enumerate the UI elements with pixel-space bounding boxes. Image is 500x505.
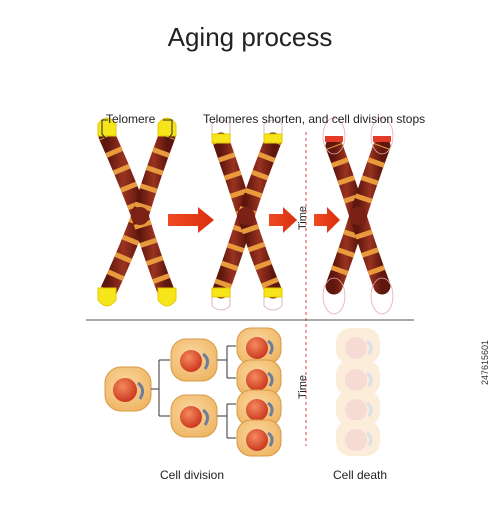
telomere-remnant-top-right	[373, 136, 391, 142]
telomere-outline-bottom-right	[370, 277, 394, 315]
organelle	[202, 408, 210, 426]
diagram-title: Aging process	[167, 22, 333, 52]
centromere	[131, 207, 149, 225]
organelle	[267, 339, 274, 355]
nucleus	[246, 399, 268, 421]
arrow-2	[269, 207, 297, 233]
telomere-outline-top-left	[322, 117, 346, 155]
telomere-outline-bottom-left	[322, 277, 346, 315]
stock-id: 247615601	[480, 339, 490, 385]
organelle	[202, 352, 210, 370]
nucleus	[246, 369, 268, 391]
dead-cell	[336, 420, 380, 456]
organelle	[137, 381, 145, 400]
organelle	[267, 371, 274, 387]
cell-gen2-bottom	[170, 394, 218, 438]
cell-gen3	[236, 389, 282, 427]
branch-gen2	[217, 345, 236, 439]
chromosome-3	[322, 117, 394, 315]
cell-gen3	[236, 359, 282, 397]
telomere-outline-top-right	[263, 119, 283, 134]
cell-stack-division	[236, 327, 282, 457]
telomere-top-right	[263, 133, 283, 144]
cell-death-label: Cell death	[333, 468, 388, 482]
telomere-label: Telomere	[106, 112, 156, 126]
telomere-bottom-left	[211, 287, 231, 298]
cell-division-label: Cell division	[160, 468, 225, 482]
telomere-outline-bottom-left	[211, 297, 231, 311]
cell-gen3	[236, 419, 282, 457]
telomere-outline-top-left	[211, 119, 231, 134]
telomere-bottom-left	[97, 287, 117, 307]
nucleus	[180, 350, 202, 372]
cell-gen3	[236, 327, 282, 365]
telomere-leader-left	[101, 119, 108, 141]
arrow-3	[314, 207, 340, 233]
chromosome-1	[97, 117, 177, 307]
telomere-leader-right	[163, 119, 173, 141]
nucleus	[180, 406, 202, 428]
centromere	[237, 207, 255, 225]
organelle	[267, 401, 274, 417]
branch-gen1	[151, 359, 170, 417]
cell-gen2-top	[170, 338, 218, 382]
telomere-outline-bottom-right	[263, 297, 283, 311]
nucleus	[246, 429, 268, 451]
organelle	[267, 431, 274, 447]
dead-cell	[336, 390, 380, 426]
cell-stack-death	[336, 328, 380, 456]
dead-cell	[336, 360, 380, 396]
chromosome-2	[211, 119, 283, 311]
cell-gen1	[104, 366, 152, 412]
nucleus	[246, 337, 268, 359]
telomere-bottom-right	[157, 287, 177, 307]
telomere-top-right	[157, 117, 177, 137]
time-label-top: Time	[297, 205, 309, 231]
telomere-outline-top-right	[370, 117, 394, 155]
dead-cell	[336, 328, 380, 364]
arrow-1	[168, 207, 214, 233]
nucleus	[113, 378, 137, 402]
telomere-top-left	[211, 133, 231, 144]
time-label-bottom: Time	[297, 374, 309, 400]
centromere	[349, 207, 367, 225]
shorten-label: Telomeres shorten, and cell division sto…	[203, 112, 426, 126]
telomere-remnant-top-left	[325, 136, 343, 142]
telomere-bottom-right	[263, 287, 283, 298]
